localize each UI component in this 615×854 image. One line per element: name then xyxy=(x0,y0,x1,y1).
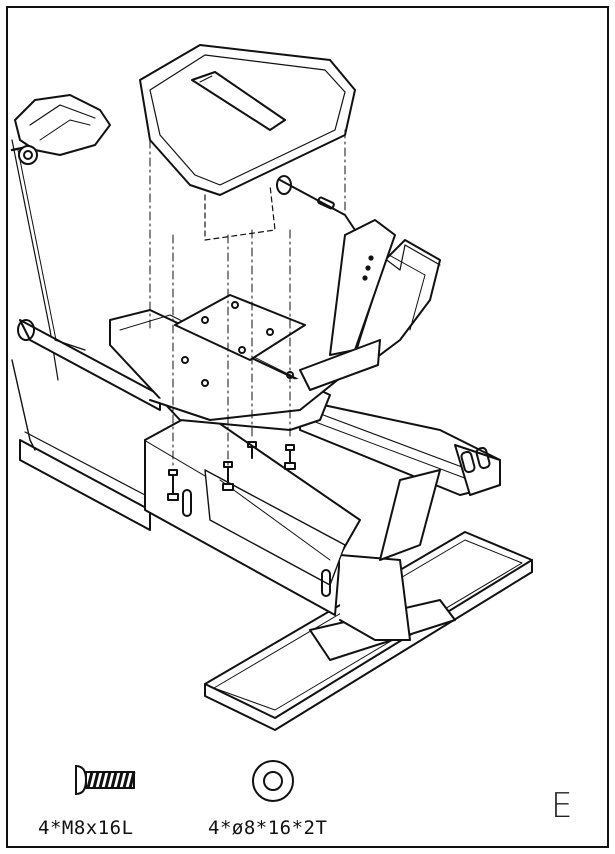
backrest-post xyxy=(276,175,396,391)
exploded-bolts xyxy=(167,441,296,501)
diagram-frame xyxy=(6,6,609,848)
pedal-assembly xyxy=(10,94,111,165)
seat-rail xyxy=(299,399,501,561)
step-letter: E xyxy=(551,786,573,826)
bolt-caption: 4*M8x16L xyxy=(38,817,134,839)
assembly-guide-lines xyxy=(149,129,346,471)
seat-carriage xyxy=(144,409,411,641)
mounting-plate xyxy=(174,294,306,387)
seat-cushion xyxy=(139,44,356,241)
main-frame xyxy=(11,139,151,531)
bolt-icon xyxy=(75,764,136,796)
seat-frame xyxy=(109,239,441,431)
washer-icon xyxy=(252,760,294,802)
washer-caption: 4*ø8*16*2T xyxy=(208,817,328,839)
left-handlebar xyxy=(17,319,161,411)
